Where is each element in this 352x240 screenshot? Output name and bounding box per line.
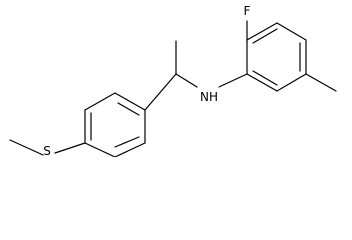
fluoro-methyl-phenyl-ring-double-bonds xyxy=(252,28,301,86)
amine-label: NH xyxy=(200,90,218,104)
methylthio-phenyl-ring-double-bonds xyxy=(90,102,140,148)
aryl-methyl-bond xyxy=(305,73,337,92)
chemical-structure: F NH S xyxy=(9,4,337,157)
sulfur-label: S xyxy=(43,144,51,157)
ring-to-benzylic-carbon-bond xyxy=(144,73,177,111)
benzylic-carbon-to-nitrogen-bond xyxy=(175,73,198,88)
sulfur-methyl-bond xyxy=(9,139,44,156)
nitrogen-to-aryl-bond xyxy=(218,73,248,88)
fluorine-label: F xyxy=(244,4,251,18)
methylthio-phenyl-ring xyxy=(84,92,146,157)
aryl-to-sulfur-bond xyxy=(54,142,86,154)
fluoro-methyl-phenyl-ring xyxy=(246,22,307,92)
